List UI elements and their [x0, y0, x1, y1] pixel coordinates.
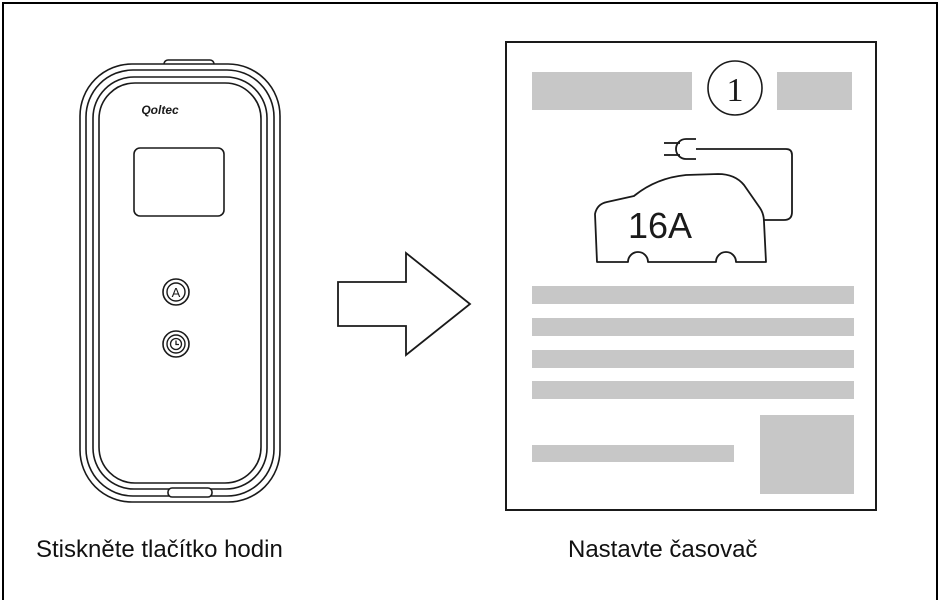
placeholder-line-short — [532, 445, 734, 462]
car-icon — [594, 173, 767, 263]
placeholder-bar-top-left — [532, 72, 692, 110]
caption-press-clock-button: Stiskněte tlačítko hodin — [36, 536, 283, 563]
placeholder-bar-top-right — [777, 72, 852, 110]
charger-display-screen — [133, 147, 225, 217]
auto-mode-button[interactable]: A — [162, 278, 190, 306]
placeholder-line-1 — [532, 286, 854, 304]
arrow-right-icon — [337, 251, 472, 357]
step-number-badge: 1 — [707, 60, 763, 116]
placeholder-line-4 — [532, 381, 854, 399]
caption-set-timer: Nastavte časovač — [568, 536, 758, 563]
placeholder-line-2 — [532, 318, 854, 336]
charging-current-label: 16A — [628, 205, 692, 246]
step-number: 1 — [727, 72, 744, 109]
plug-icon — [664, 138, 793, 221]
placeholder-line-3 — [532, 350, 854, 368]
brand-logo: Qoltec — [141, 103, 179, 117]
clock-button[interactable] — [162, 330, 190, 358]
auto-mode-button-label: A — [172, 285, 181, 300]
clock-icon — [169, 337, 183, 351]
placeholder-image-block — [760, 415, 854, 494]
